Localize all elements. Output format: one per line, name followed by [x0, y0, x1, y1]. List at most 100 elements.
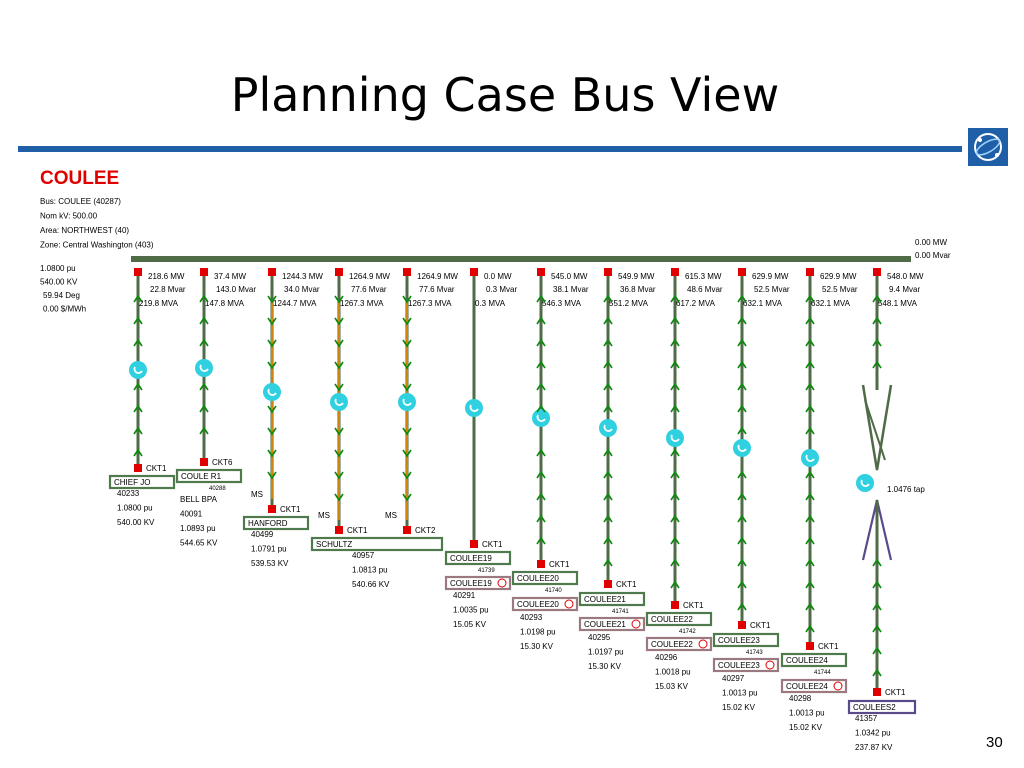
breaker-icon	[671, 268, 679, 276]
branch-mw: 0.0 MW	[484, 272, 512, 281]
flow-arrow-icon	[402, 427, 412, 436]
bus-info-text: 1.0018 pu	[655, 668, 691, 677]
flow-meter-circle-icon	[465, 399, 483, 417]
flow-arrow-icon	[805, 492, 815, 501]
branch-mvar: 77.6 Mvar	[351, 285, 387, 294]
bus-info-text: 544.65 KV	[180, 539, 218, 548]
circuit-label: CKT1	[750, 621, 771, 630]
flow-meter-circle-icon	[195, 359, 213, 377]
circuit-label: CKT1	[549, 560, 570, 569]
bus-box-coulees2	[847, 699, 917, 715]
flow-arrow-icon	[737, 470, 747, 479]
flow-arrow-icon	[737, 426, 747, 435]
flow-arrow-icon	[267, 427, 277, 436]
flow-arrow-icon	[670, 448, 680, 457]
breaker-icon	[537, 560, 545, 568]
flow-arrow-icon	[603, 382, 613, 391]
flow-arrow-icon	[267, 449, 277, 458]
flow-arrow-icon	[670, 514, 680, 523]
tap-label: 1.0476 tap	[887, 485, 925, 494]
flow-meter-circle-icon	[129, 361, 147, 379]
generator-icon	[833, 681, 843, 691]
branch-mvar: 38.1 Mvar	[553, 285, 589, 294]
flow-meter-circle-icon	[856, 474, 874, 492]
bus-box-coulee23-gen-label: COULEE23	[718, 661, 760, 670]
flow-arrow-icon	[402, 449, 412, 458]
branch-mvar: 52.5 Mvar	[822, 285, 858, 294]
flow-arrow-icon	[805, 536, 815, 545]
bus-box-coulee23-label: COULEE23	[718, 636, 760, 645]
bus-info-text: 540.66 KV	[352, 580, 390, 589]
transformer-winding	[864, 399, 886, 461]
bus-info-text: 40291	[453, 591, 476, 600]
branch-mvar: 48.6 Mvar	[687, 285, 723, 294]
branch-mw: 1264.9 MW	[349, 272, 390, 281]
transformer-winding	[861, 384, 893, 471]
branch-mva: 1267.3 MVA	[408, 299, 452, 308]
branch-mw: 629.9 MW	[752, 272, 789, 281]
branch-mva: 551.2 MVA	[609, 299, 649, 308]
flow-arrow-icon	[670, 338, 680, 347]
flow-arrow-icon	[670, 470, 680, 479]
ms-label: MS	[251, 490, 263, 499]
flow-arrow-icon	[334, 317, 344, 326]
flow-arrow-icon	[737, 514, 747, 523]
flow-meter-circle-icon	[733, 439, 751, 457]
breaker-icon	[403, 526, 411, 534]
flow-arrow-icon	[199, 426, 209, 435]
flow-arrow-icon	[133, 338, 143, 347]
flow-arrow-icon	[805, 470, 815, 479]
bus-name: COULEE	[40, 168, 119, 189]
flow-arrow-icon	[199, 294, 209, 303]
bus-info-text: BELL BPA	[180, 495, 218, 504]
circuit-label: CKT1	[347, 526, 368, 535]
circuit-label: CKT2	[415, 526, 436, 535]
flow-arrow-icon	[536, 294, 546, 303]
flow-meter-glyph-icon	[267, 388, 277, 396]
bus-info-text: 41357	[855, 714, 878, 723]
branch-mva: 219.8 MVA	[139, 299, 179, 308]
branch-mvar: 22.8 Mvar	[150, 285, 186, 294]
branch-mw: 629.9 MW	[820, 272, 857, 281]
bus-box-coulee24	[780, 652, 848, 668]
flow-meter-glyph-icon	[133, 366, 143, 374]
bus-box-coulee19	[444, 550, 512, 566]
flow-arrow-icon	[603, 514, 613, 523]
flow-arrow-icon	[133, 404, 143, 413]
branch-mva: 632.1 MVA	[743, 299, 783, 308]
bus-box-coulee22-gen	[645, 636, 713, 652]
flow-meter-glyph-icon	[334, 398, 344, 406]
flow-arrow-icon	[199, 404, 209, 413]
slide-title: Planning Case Bus View	[230, 68, 780, 122]
flow-meter-glyph-icon	[199, 364, 209, 372]
bus-box-number: 40288	[209, 486, 226, 492]
breaker-icon	[335, 526, 343, 534]
branch-mva: 546.3 MVA	[542, 299, 582, 308]
flow-arrow-icon	[670, 316, 680, 325]
flow-arrow-icon	[536, 382, 546, 391]
circuit-label: CKT1	[616, 580, 637, 589]
circuit-label: CKT1	[146, 464, 167, 473]
flow-meter-circle-icon	[599, 419, 617, 437]
breaker-icon	[738, 621, 746, 629]
bus-box-coulees2-label: COULEES2	[853, 703, 896, 712]
breaker-icon	[200, 268, 208, 276]
bus-box-coulee24-gen	[780, 678, 848, 694]
bus-box-coule-r1	[175, 468, 243, 484]
branch-mvar: 52.5 Mvar	[754, 285, 790, 294]
flow-arrow-icon	[536, 536, 546, 545]
flow-arrow-icon	[805, 426, 815, 435]
circuit-label: CKT1	[818, 642, 839, 651]
bus-voltage-line: 59.94 Deg	[43, 291, 80, 300]
bus-info-text: 1.0813 pu	[352, 566, 388, 575]
bus-info-text: 15.30 KV	[588, 662, 622, 671]
branch-mva: 147.8 MVA	[205, 299, 245, 308]
bus-box-hanford-label: HANFORD	[248, 519, 288, 528]
bus-voltage-line: 0.00 $/MWh	[43, 305, 86, 314]
bus-box-coulee22-gen-label: COULEE22	[651, 640, 693, 649]
bus-info-text: 1.0893 pu	[180, 524, 216, 533]
flow-arrow-icon	[334, 493, 344, 502]
flow-arrow-icon	[872, 316, 882, 325]
breaker-icon	[873, 268, 881, 276]
